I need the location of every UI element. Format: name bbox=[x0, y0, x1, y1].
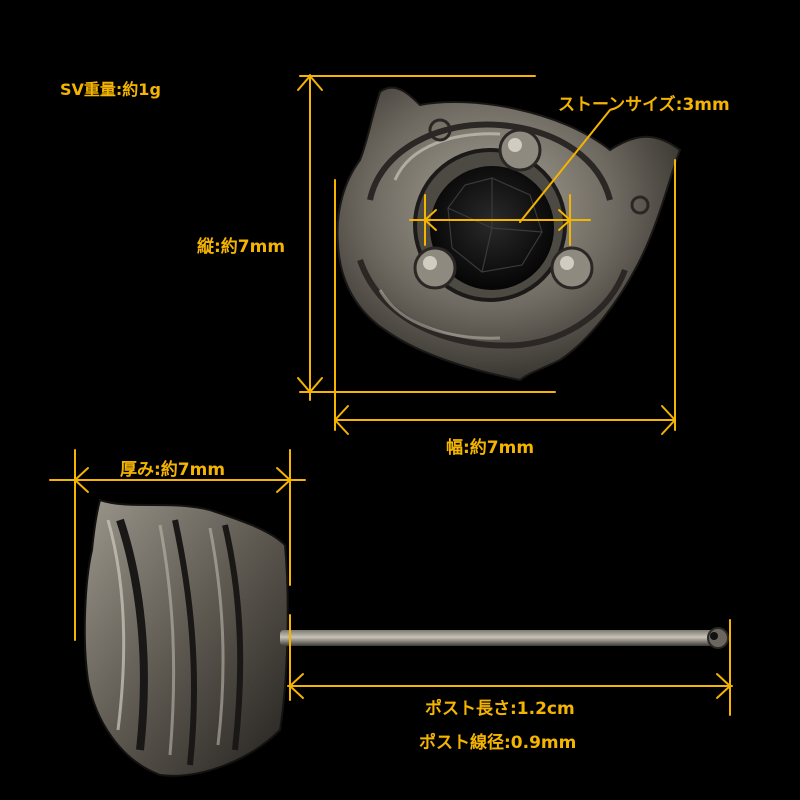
earring-front-view bbox=[336, 86, 682, 382]
post-rod bbox=[280, 630, 720, 646]
side-hl-1 bbox=[106, 519, 126, 731]
post-length-label: ポスト長さ:1.2cm bbox=[425, 699, 575, 719]
earring-side-view bbox=[83, 498, 289, 777]
side-hl-2 bbox=[158, 524, 176, 756]
prong-right-hl bbox=[560, 256, 574, 270]
thickness-label: 厚み:約7mm bbox=[120, 460, 226, 480]
prong-top bbox=[498, 128, 542, 172]
stone-size-label: ストーンサイズ:3mm bbox=[558, 95, 730, 115]
side-ridge-1 bbox=[116, 518, 148, 751]
post-tip-hole bbox=[710, 632, 718, 640]
prong-right bbox=[550, 246, 594, 290]
decor-ring-right bbox=[630, 195, 650, 215]
post-diameter-label: ポスト線径:0.9mm bbox=[419, 733, 577, 753]
prong-left-hl bbox=[423, 256, 437, 270]
dimension-lines bbox=[49, 74, 733, 716]
side-ridge-3 bbox=[222, 524, 244, 751]
swirl-groove bbox=[367, 121, 613, 201]
decor-ring-top bbox=[428, 118, 452, 142]
prong-left bbox=[413, 246, 457, 290]
swirl-groove-lower bbox=[357, 259, 628, 349]
height-label: 縦:約7mm bbox=[197, 237, 286, 257]
side-hl-3 bbox=[208, 527, 225, 746]
weight-label: SV重量:約1g bbox=[60, 80, 161, 99]
swirl-highlight-2 bbox=[378, 289, 501, 340]
width-label: 幅:約7mm bbox=[446, 438, 535, 458]
prong-top-hl bbox=[508, 138, 522, 152]
earring-post bbox=[280, 627, 729, 649]
side-ridge-2 bbox=[172, 519, 197, 766]
side-body bbox=[83, 498, 289, 777]
swirl-highlight bbox=[393, 132, 501, 181]
